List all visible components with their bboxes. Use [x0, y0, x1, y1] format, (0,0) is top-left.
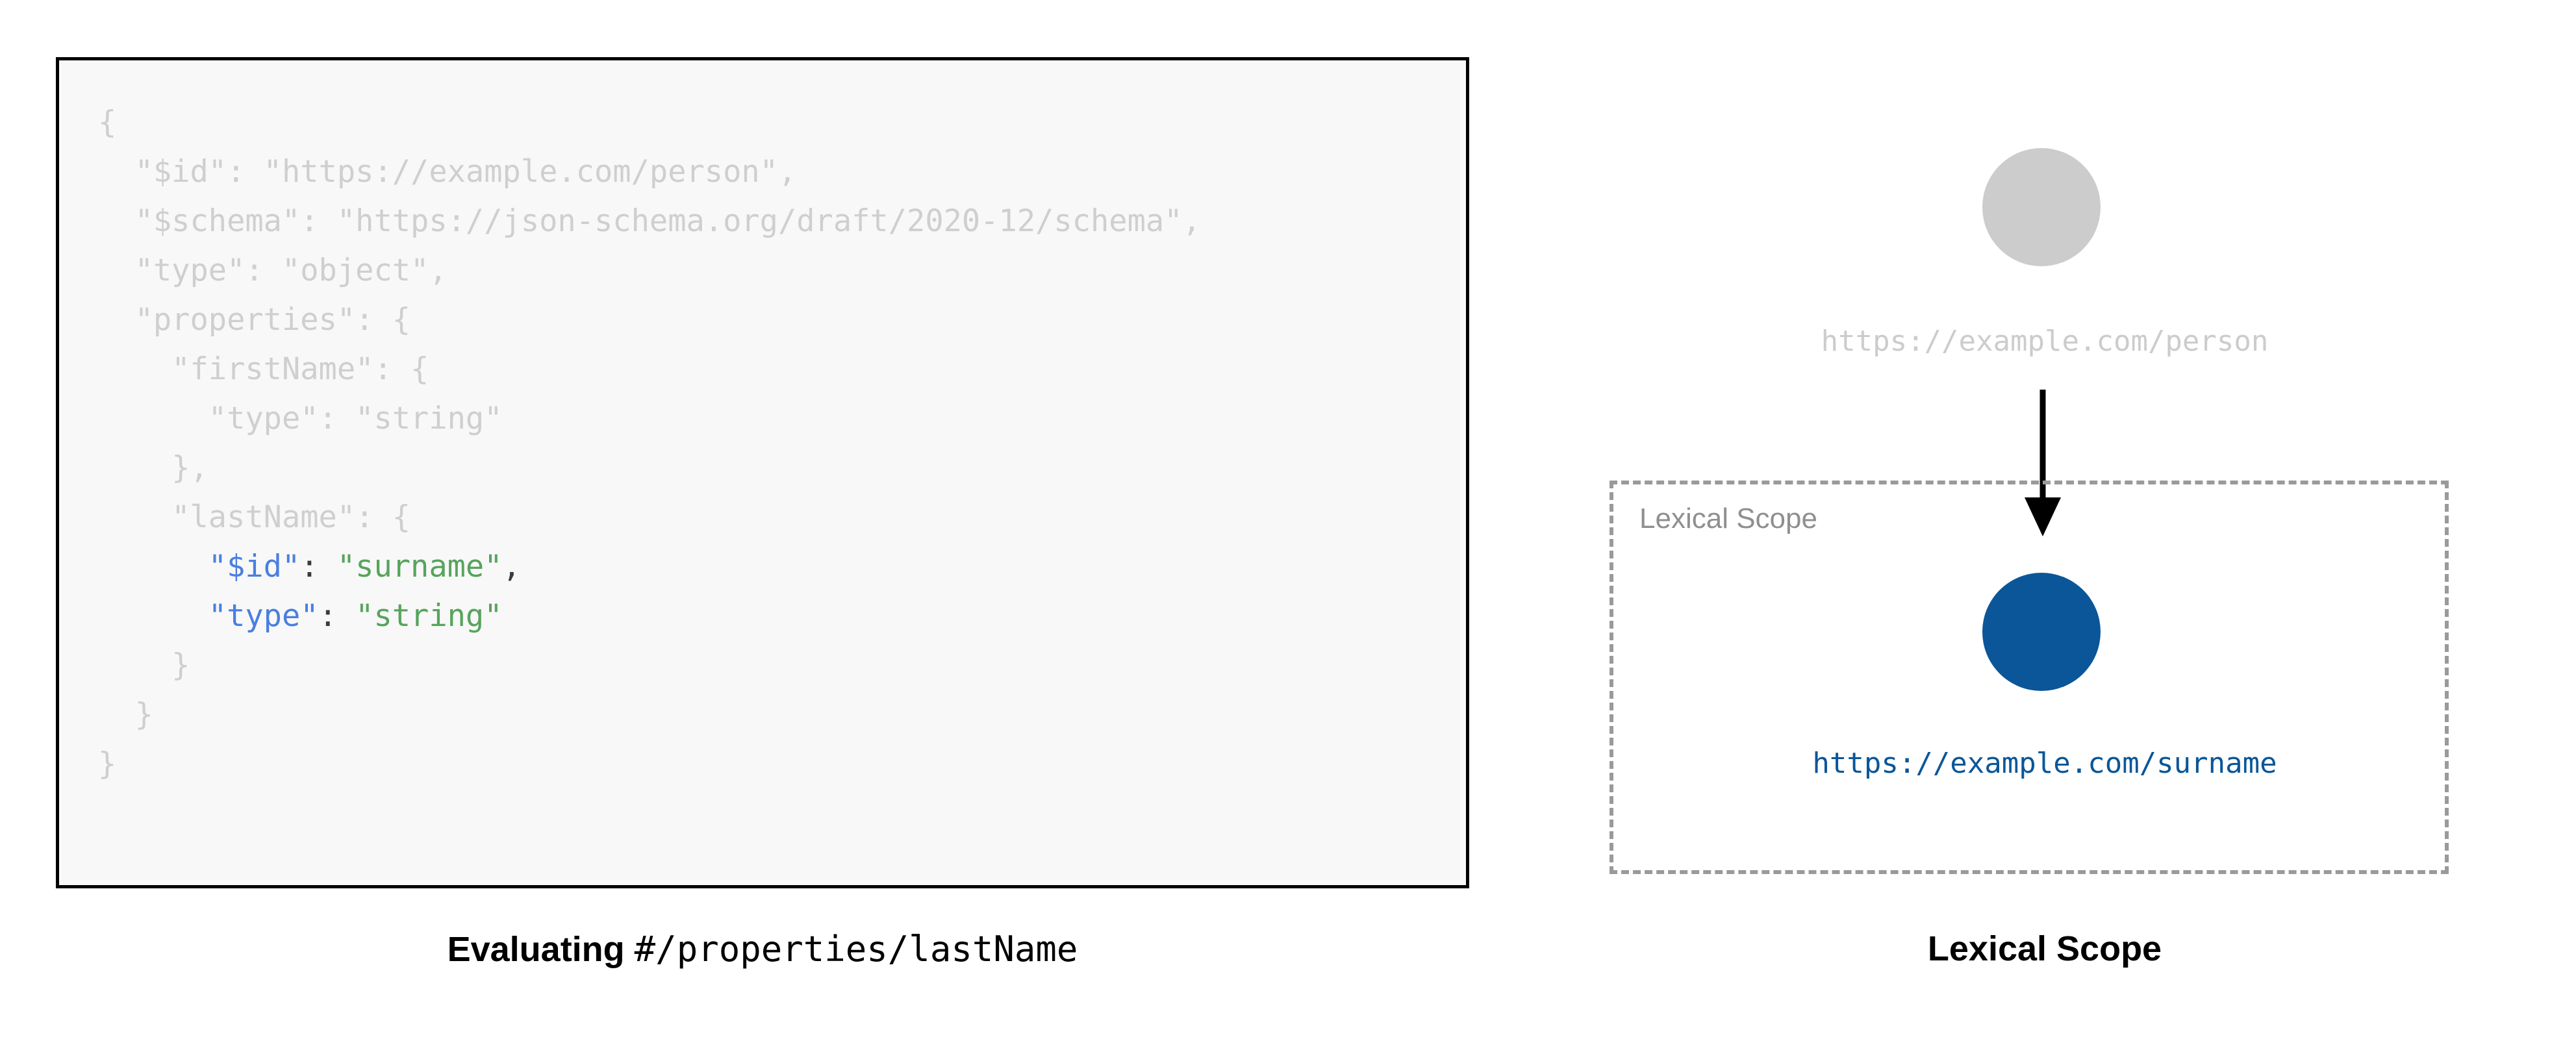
code-figure-panel: { "$id": "https://example.com/person", "…	[56, 57, 1469, 970]
code-line: {	[98, 98, 1201, 147]
code-line: "$id": "surname",	[98, 542, 1201, 592]
code-line: }	[98, 740, 1201, 789]
code-token: :	[300, 549, 337, 584]
code-line: "type": "object",	[98, 246, 1201, 295]
caption-bold-text: Evaluating	[447, 930, 625, 969]
code-line: "$schema": "https://json-schema.org/draf…	[98, 197, 1201, 246]
right-figure-caption: Lexical Scope	[1927, 929, 2162, 968]
lexical-scope-box-label: Lexical Scope	[1639, 503, 1817, 534]
code-token: "type"	[208, 598, 319, 634]
node-surname-circle	[1982, 573, 2101, 691]
code-token: :	[318, 598, 356, 634]
edge-person-to-surname-arrow	[2025, 390, 2061, 536]
code-token: "$schema": "https://json-schema.org/draf…	[134, 203, 1201, 239]
code-token: }	[171, 647, 190, 683]
code-token: "firstName": {	[171, 351, 429, 387]
node-person-label: https://example.com/person	[1821, 325, 2269, 358]
code-line: }	[98, 690, 1201, 740]
lexical-scope-diagram-panel: https://example.com/person Lexical Scope…	[1513, 0, 2576, 1039]
code-token: "type": "string"	[208, 401, 503, 436]
lexical-scope-box: Lexical Scope	[1610, 481, 2449, 874]
code-token: "lastName": {	[171, 499, 411, 535]
code-line: },	[98, 444, 1201, 493]
left-figure-caption: Evaluating #/properties/lastName	[56, 929, 1469, 970]
caption-json-pointer: #/properties/lastName	[634, 929, 1078, 970]
code-line: "lastName": {	[98, 493, 1201, 542]
code-token: }	[134, 697, 153, 732]
node-person-circle	[1982, 148, 2101, 266]
code-token: "surname"	[336, 549, 503, 584]
node-surname-label: https://example.com/surname	[1812, 747, 2277, 780]
json-code-block: { "$id": "https://example.com/person", "…	[56, 57, 1469, 888]
code-token: "properties": {	[134, 302, 411, 338]
code-token: "type": "object",	[134, 253, 448, 288]
code-line: "firstName": {	[98, 345, 1201, 394]
code-token: },	[171, 450, 208, 486]
code-token: {	[98, 105, 117, 140]
code-token: "string"	[355, 598, 503, 634]
code-line: "properties": {	[98, 295, 1201, 345]
code-token: "$id"	[208, 549, 301, 584]
code-token: "$id": "https://example.com/person",	[134, 154, 797, 190]
code-token: ,	[502, 549, 521, 584]
code-lines-container: { "$id": "https://example.com/person", "…	[98, 98, 1201, 789]
code-token: }	[98, 746, 117, 782]
code-line: "type": "string"	[98, 592, 1201, 641]
code-line: "$id": "https://example.com/person",	[98, 147, 1201, 197]
code-line: }	[98, 641, 1201, 690]
code-line: "type": "string"	[98, 394, 1201, 444]
